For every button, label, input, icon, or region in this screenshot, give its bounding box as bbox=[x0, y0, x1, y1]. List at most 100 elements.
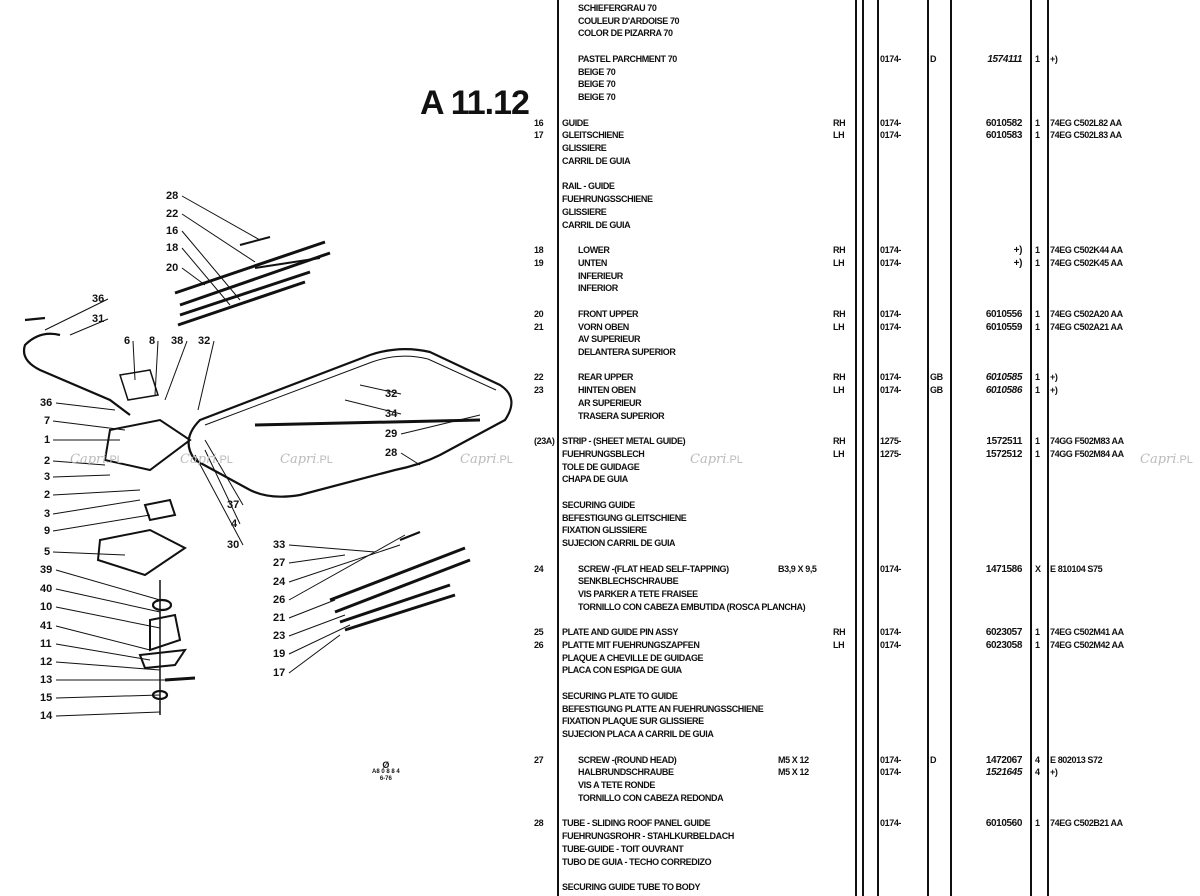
cell-qty: 1 bbox=[1035, 130, 1040, 141]
cell-side: LH bbox=[833, 130, 845, 141]
leader-line bbox=[55, 711, 161, 717]
watermark: Capri.PL bbox=[690, 452, 743, 468]
cell-desc: BEIGE 70 bbox=[578, 79, 616, 90]
cell-desc: BEIGE 70 bbox=[578, 92, 616, 103]
cell-date: 0174- bbox=[880, 257, 902, 268]
leader-line bbox=[181, 195, 261, 241]
cell-part: +) bbox=[1013, 257, 1023, 269]
table-row: SECURING GUIDE TUBE TO BODY bbox=[0, 881, 1200, 894]
watermark: Capri.PL bbox=[1140, 452, 1193, 468]
cell-part: +) bbox=[1013, 245, 1023, 257]
cell-qty: 1 bbox=[1035, 627, 1040, 638]
watermark-suffix: .PL bbox=[726, 454, 743, 466]
table-row: SUJECION PLACA A CARRIL DE GUIA bbox=[0, 728, 1200, 741]
table-row bbox=[0, 805, 1200, 818]
leader-line bbox=[52, 420, 126, 431]
cell-desc: LOWER bbox=[578, 245, 610, 256]
cell-qty: 1 bbox=[1035, 245, 1040, 256]
cell-part: 6010560 bbox=[985, 818, 1023, 830]
table-row: TRASERA SUPERIOR bbox=[0, 410, 1200, 423]
watermark-brand: Capri bbox=[70, 452, 107, 467]
watermark-suffix: .PL bbox=[106, 454, 123, 466]
watermark: Capri.PL bbox=[460, 452, 513, 468]
cell-desc: STRIP - (SHEET METAL GUIDE) bbox=[562, 436, 686, 447]
callout-2: 2 bbox=[44, 455, 51, 467]
cell-desc: TOLE DE GUIDAGE bbox=[562, 461, 640, 472]
table-row: FIXATION GLISSIERE bbox=[0, 524, 1200, 537]
callout-32: 32 bbox=[198, 335, 211, 347]
cell-ref: 17 bbox=[534, 130, 544, 141]
cell-code: +) bbox=[1050, 372, 1058, 383]
cell-part: 1521645 bbox=[985, 767, 1023, 779]
cell-date: 0174- bbox=[880, 385, 902, 396]
cell-desc: TUBO DE GUIA - TECHO CORREDIZO bbox=[562, 856, 712, 867]
cell-side: RH bbox=[833, 245, 846, 256]
table-row: CARRIL DE GUIA bbox=[0, 219, 1200, 232]
table-row bbox=[0, 104, 1200, 117]
cell-spec: M5 X 12 bbox=[778, 767, 809, 778]
cell-desc: PLAQUE A CHEVILLE DE GUIDAGE bbox=[562, 652, 704, 663]
cell-date: 0174- bbox=[880, 640, 902, 650]
cell-qty: 1 bbox=[1035, 436, 1040, 447]
cell-desc: PASTEL PARCHMENT 70 bbox=[578, 53, 677, 64]
cell-desc: SECURING PLATE TO GUIDE bbox=[562, 690, 678, 701]
cell-desc: COLOR DE PIZARRA 70 bbox=[578, 28, 673, 39]
cell-ref: 21 bbox=[534, 321, 544, 332]
cell-desc: COULEUR D'ARDOISE 70 bbox=[578, 15, 680, 26]
table-row bbox=[0, 741, 1200, 754]
cell-qty: 4 bbox=[1035, 767, 1040, 778]
leader-line bbox=[288, 624, 351, 655]
leader-line bbox=[52, 460, 106, 466]
cell-part: 6010556 bbox=[985, 308, 1023, 320]
table-row bbox=[0, 677, 1200, 690]
cell-desc: TUBE - SLIDING ROOF PANEL GUIDE bbox=[562, 818, 711, 829]
callout-11: 11 bbox=[40, 638, 52, 650]
leader-line bbox=[52, 551, 126, 556]
cell-desc: TRASERA SUPERIOR bbox=[578, 410, 665, 421]
watermark-brand: Capri bbox=[1140, 452, 1177, 467]
table-row: BEFESTIGUNG PLATTE AN FUEHRUNGSSCHIENE bbox=[0, 703, 1200, 716]
cell-desc: SCHIEFERGRAU 70 bbox=[578, 3, 657, 13]
cell-desc: SCREW -(FLAT HEAD SELF-TAPPING) bbox=[578, 563, 729, 574]
watermark: Capri.PL bbox=[70, 452, 123, 468]
callout-33: 33 bbox=[273, 539, 286, 551]
callout-32: 32 bbox=[385, 388, 398, 400]
leader-line bbox=[181, 267, 206, 286]
leader-line bbox=[288, 534, 406, 601]
cell-desc: CARRIL DE GUIA bbox=[562, 155, 631, 166]
watermark-suffix: .PL bbox=[496, 454, 513, 466]
callout-7: 7 bbox=[44, 415, 51, 427]
callout-5: 5 bbox=[44, 546, 51, 558]
leader-line bbox=[288, 544, 376, 553]
stamp-line2: 6-76 bbox=[379, 776, 392, 782]
leader-line bbox=[181, 213, 256, 263]
leader-line bbox=[400, 414, 481, 435]
cell-qty: 1 bbox=[1035, 308, 1040, 319]
leader-line bbox=[288, 614, 346, 637]
callout-29: 29 bbox=[385, 428, 398, 440]
cell-ref: 25 bbox=[534, 627, 544, 638]
cell-cc: D bbox=[930, 754, 937, 765]
table-row: TOLE DE GUIDAGE bbox=[0, 461, 1200, 474]
cell-part: 6010583 bbox=[985, 130, 1023, 142]
table-row: SECURING PLATE TO GUIDE bbox=[0, 690, 1200, 703]
table-row: BEFESTIGUNG GLEITSCHIENE bbox=[0, 512, 1200, 525]
watermark-brand: Capri bbox=[180, 452, 217, 467]
cell-desc: FIXATION PLAQUE SUR GLISSIERE bbox=[562, 716, 704, 727]
cell-qty: X bbox=[1035, 563, 1041, 574]
callout-3: 3 bbox=[44, 508, 51, 520]
cell-qty: 1 bbox=[1035, 117, 1040, 128]
table-row: COLOR DE PIZARRA 70 bbox=[0, 27, 1200, 40]
table-row: COULEUR D'ARDOISE 70 bbox=[0, 15, 1200, 28]
cell-side: RH bbox=[833, 372, 846, 383]
cell-date: 1275- bbox=[880, 448, 902, 459]
table-row bbox=[0, 868, 1200, 881]
cell-side: LH bbox=[833, 385, 845, 396]
callout-27: 27 bbox=[273, 557, 286, 569]
cell-part: 6010585 bbox=[985, 372, 1023, 384]
cell-desc: GLEITSCHIENE bbox=[562, 130, 624, 141]
